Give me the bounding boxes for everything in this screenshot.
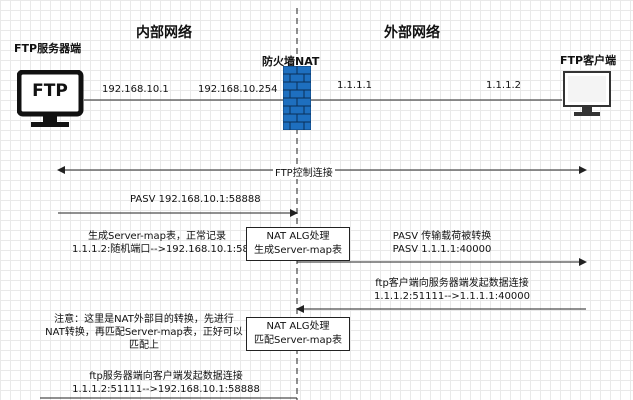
record-line-1: 生成Server-map表，正常记录 bbox=[88, 231, 226, 242]
client-data-line-1: ftp客户端向服务器端发起数据连接 bbox=[375, 278, 529, 289]
alg1-line-1: NAT ALG处理 bbox=[266, 231, 330, 242]
firewall-inside-ip: 192.168.10.254 bbox=[198, 84, 278, 95]
alg2-line-1: NAT ALG处理 bbox=[266, 321, 330, 332]
note-line-3: 匹配上 bbox=[129, 340, 159, 351]
nat-alg-box-1: NAT ALG处理 生成Server-map表 bbox=[246, 227, 350, 261]
ftp-icon-text: FTP bbox=[32, 81, 68, 101]
alg1-line-2: 生成Server-map表 bbox=[254, 245, 342, 256]
external-network-label: 外部网络 bbox=[384, 25, 440, 41]
client-data-note: ftp客户端向服务器端发起数据连接 1.1.1.2:51111-->1.1.1.… bbox=[352, 277, 552, 303]
server-ip: 192.168.10.1 bbox=[102, 84, 169, 95]
firewall-outside-ip: 1.1.1.1 bbox=[337, 80, 372, 91]
record-line-2: 1.1.1.2:随机端口-->192.168.10.1:58888 bbox=[72, 244, 268, 255]
internal-network-label: 内部网络 bbox=[136, 25, 192, 41]
server-data-line-2: 1.1.1.2:51111-->192.168.10.1:58888 bbox=[72, 384, 260, 395]
server-data-line-1: ftp服务器端向客户端发起数据连接 bbox=[89, 371, 243, 382]
ftp-server-icon: FTP bbox=[16, 69, 85, 130]
nat-order-note: 注意：这里是NAT外部目的转换，先进行 NAT转换，再匹配Server-map表… bbox=[44, 313, 244, 352]
ftp-client-icon bbox=[562, 70, 614, 120]
ftp-server-label: FTP服务器端 bbox=[14, 42, 82, 55]
nat-alg-box-2: NAT ALG处理 匹配Server-map表 bbox=[246, 317, 350, 351]
pasv-xlate-line-2: PASV 1.1.1.1:40000 bbox=[392, 244, 492, 255]
pasv-label: PASV 192.168.10.1:58888 bbox=[130, 194, 261, 205]
server-map-record-note: 生成Server-map表，正常记录 1.1.1.2:随机端口-->192.16… bbox=[72, 230, 268, 256]
firewall-label: 防火墙NAT bbox=[262, 55, 320, 68]
ftp-client-label: FTP客户端 bbox=[560, 54, 617, 67]
client-data-line-2: 1.1.1.2:51111-->1.1.1.1:40000 bbox=[374, 291, 530, 302]
note-line-2: NAT转换，再匹配Server-map表，正好可以 bbox=[45, 327, 243, 338]
note-line-1: 注意：这里是NAT外部目的转换，先进行 bbox=[54, 314, 234, 325]
pasv-xlate-line-1: PASV 传输载荷被转换 bbox=[392, 231, 492, 242]
client-ip: 1.1.1.2 bbox=[486, 80, 521, 91]
firewall-icon bbox=[282, 65, 312, 131]
control-connection-label: FTP控制连接 bbox=[273, 164, 335, 179]
server-data-note: ftp服务器端向客户端发起数据连接 1.1.1.2:51111-->192.16… bbox=[66, 370, 266, 396]
pasv-translated-note: PASV 传输载荷被转换 PASV 1.1.1.1:40000 bbox=[372, 230, 512, 256]
alg2-line-2: 匹配Server-map表 bbox=[254, 335, 342, 346]
